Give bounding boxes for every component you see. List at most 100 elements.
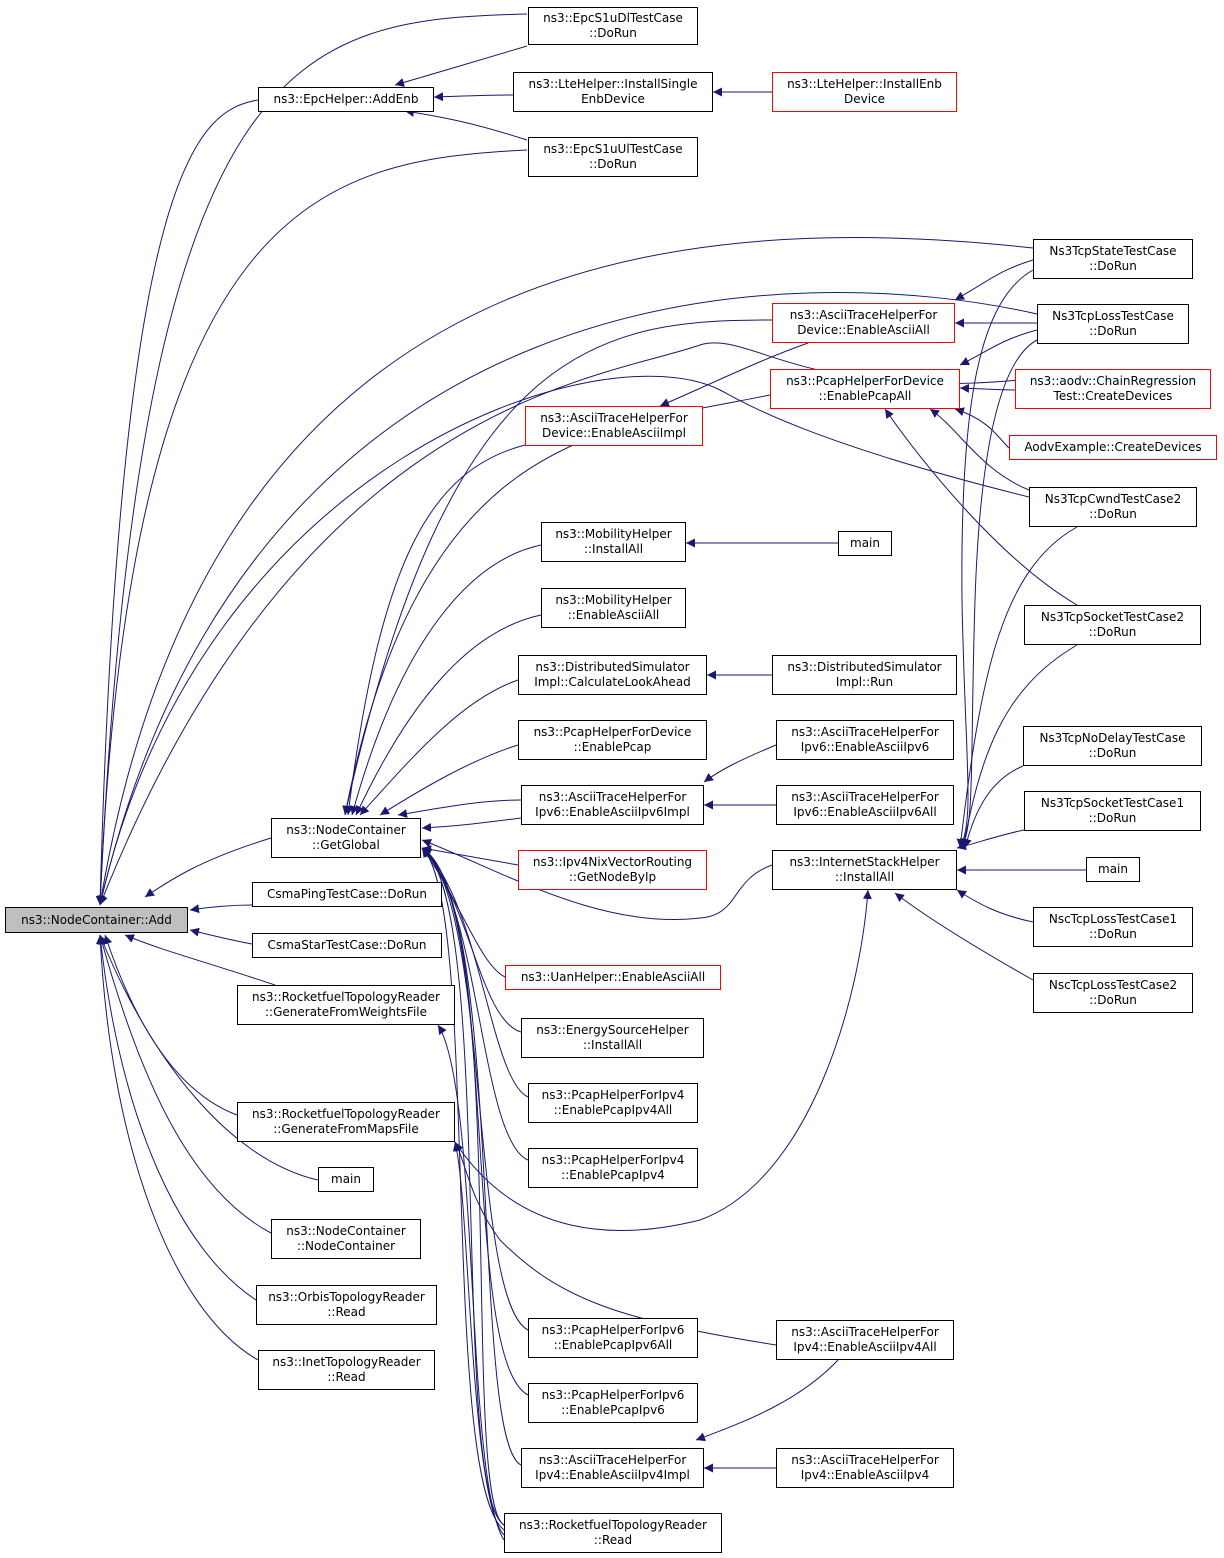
node-pcaphelperfordevice-enablepcapall[interactable]: ns3::PcapHelperForDevice::EnablePcapAll (770, 369, 960, 409)
node-main-mobility[interactable]: main (838, 531, 892, 556)
node-mobilityhelper-enableasciiall[interactable]: ns3::MobilityHelper::EnableAsciiAll (541, 588, 686, 628)
node-main-topology[interactable]: main (318, 1167, 374, 1192)
node-csmastartestcase-dorun[interactable]: CsmaStarTestCase::DoRun (252, 933, 442, 958)
node-label: Ipv6::EnableAsciiIpv6Impl (535, 805, 690, 819)
node-label: ns3::OrbisTopologyReader (268, 1290, 425, 1304)
call-edge (954, 407, 1010, 449)
node-ipv4nixvectorrouting-getnodebyip[interactable]: ns3::Ipv4NixVectorRouting::GetNodeByIp (518, 850, 707, 890)
node-label: ::InstallAll (583, 542, 644, 556)
node-main-internetstack[interactable]: main (1086, 857, 1140, 882)
node-pcaphelperforipv6-enablepcapipv6[interactable]: ns3::PcapHelperForIpv6::EnablePcapIpv6 (528, 1383, 698, 1423)
node-nsctcplosstestcase2-dorun[interactable]: NscTcpLossTestCase2::DoRun (1033, 973, 1193, 1013)
node-label: ::DoRun (1089, 993, 1137, 1007)
call-edge (454, 889, 872, 1231)
node-mobilityhelper-installall[interactable]: ns3::MobilityHelper::InstallAll (541, 522, 686, 562)
node-label: ns3::AsciiTraceHelperFor (791, 1325, 939, 1339)
node-label: CsmaPingTestCase::DoRun (267, 887, 427, 901)
call-edge (97, 237, 1034, 906)
node-ns3tcpnodelaytestcase-dorun[interactable]: Ns3TcpNoDelayTestCase::DoRun (1023, 726, 1202, 766)
node-ns3tcpsockettestcase2-dorun[interactable]: Ns3TcpSocketTestCase2::DoRun (1024, 605, 1201, 645)
node-aodvexample-createdevices[interactable]: AodvExample::CreateDevices (1009, 435, 1217, 460)
call-edge (189, 927, 253, 945)
node-label: Ipv6::EnableAsciiIpv6 (800, 740, 930, 754)
node-label: Ipv6::EnableAsciiIpv6All (793, 805, 937, 819)
node-label: ::GenerateFromWeightsFile (265, 1005, 427, 1019)
call-edge (397, 799, 522, 818)
node-nsctcplosstestcase1-dorun[interactable]: NscTcpLossTestCase1::DoRun (1033, 907, 1193, 947)
node-pcaphelperforipv4-enablepcapipv4[interactable]: ns3::PcapHelperForIpv4::EnablePcapIpv4 (528, 1148, 698, 1188)
node-rocketfueltopologyreader-generatefrommapsfile[interactable]: ns3::RocketfuelTopologyReader::GenerateF… (237, 1102, 455, 1142)
node-ns3tcpcwndtestcase2-dorun[interactable]: Ns3TcpCwndTestCase2::DoRun (1029, 487, 1197, 527)
node-pcaphelperfordevice-enablepcap[interactable]: ns3::PcapHelperForDevice::EnablePcap (518, 720, 707, 760)
node-uanhelper-enableasciiall[interactable]: ns3::UanHelper::EnableAsciiAll (505, 965, 721, 990)
node-label: ns3::AsciiTraceHelperFor (540, 411, 688, 425)
node-label: Impl::CalculateLookAhead (534, 675, 691, 689)
node-label: Device::EnableAsciiAll (797, 323, 930, 337)
node-label: Impl::Run (835, 675, 894, 689)
node-label: ns3::InetTopologyReader (272, 1355, 421, 1369)
node-label: ns3::EnergySourceHelper (536, 1023, 689, 1037)
call-edge (99, 934, 319, 1181)
node-ns3tcpstatetestcase-dorun[interactable]: Ns3TcpStateTestCase::DoRun (1033, 239, 1193, 279)
call-edge (437, 1024, 505, 1541)
node-label: ::DoRun (1089, 507, 1137, 521)
node-inettopologyreader-read[interactable]: ns3::InetTopologyReader::Read (258, 1350, 435, 1390)
call-edge (884, 408, 1078, 606)
node-label: Ns3TcpNoDelayTestCase (1039, 731, 1186, 745)
node-label: ::InstallAll (834, 870, 895, 884)
call-edge (695, 1359, 839, 1442)
node-label: ::GenerateFromMapsFile (273, 1122, 419, 1136)
node-label: ns3::Ipv4NixVectorRouting (532, 855, 693, 869)
node-pcaphelperforipv6-enablepcapipv6all[interactable]: ns3::PcapHelperForIpv6::EnablePcapIpv6Al… (528, 1318, 698, 1358)
call-edge (97, 375, 1030, 906)
node-ns3tcplosstestcase-dorun[interactable]: Ns3TcpLossTestCase::DoRun (1037, 304, 1189, 344)
node-label: ns3::EpcS1uUlTestCase (543, 142, 683, 156)
call-edge (659, 342, 809, 407)
node-label: ns3::AsciiTraceHelperFor (791, 1453, 939, 1467)
node-internetstackhelper-installall[interactable]: ns3::InternetStackHelper::InstallAll (772, 850, 957, 890)
node-csmapingtestcase-dorun[interactable]: CsmaPingTestCase::DoRun (252, 882, 442, 907)
node-epcs1udltestcase-dorun[interactable]: ns3::EpcS1uDlTestCase::DoRun (528, 7, 698, 45)
call-edge (342, 319, 773, 816)
node-label: ::EnablePcapAll (818, 389, 912, 403)
call-edge (355, 614, 542, 816)
node-nodecontainer-getglobal[interactable]: ns3::NodeContainer::GetGlobal (271, 818, 421, 858)
node-label: ns3::aodv::ChainRegression (1029, 374, 1197, 388)
node-nodecontainer-add[interactable]: ns3::NodeContainer::Add (5, 907, 188, 933)
node-pcaphelperforipv4-enablepcapipv4all[interactable]: ns3::PcapHelperForIpv4::EnablePcapIpv4Al… (528, 1083, 698, 1123)
call-edge (421, 845, 519, 866)
call-edge (703, 744, 777, 783)
call-edge (97, 292, 1038, 906)
call-edge (433, 92, 514, 102)
node-label: Ns3TcpLossTestCase (1052, 309, 1174, 323)
node-label: ::DoRun (1088, 746, 1137, 760)
node-epcs1uultestcase-dorun[interactable]: ns3::EpcS1uUlTestCase::DoRun (528, 137, 698, 177)
call-edge (95, 149, 528, 906)
node-label: ns3::DistributedSimulator (787, 660, 942, 674)
node-ns3tcpsockettestcase1-dorun[interactable]: Ns3TcpSocketTestCase1::DoRun (1024, 791, 1201, 831)
node-label: Ipv4::EnableAsciiIpv4Impl (535, 1468, 690, 1482)
node-label: ns3::DistributedSimulator (535, 660, 690, 674)
node-orbistopologyreader-read[interactable]: ns3::OrbisTopologyReader::Read (256, 1285, 437, 1325)
node-epchelper-addenb[interactable]: ns3::EpcHelper::AddEnb (258, 87, 434, 112)
call-edge (95, 13, 528, 906)
call-edge (359, 679, 519, 816)
node-rocketfueltopologyreader-generatefromweightsfile[interactable]: ns3::RocketfuelTopologyReader::GenerateF… (237, 985, 455, 1025)
node-energysourcehelper-installall[interactable]: ns3::EnergySourceHelper::InstallAll (521, 1018, 704, 1058)
call-edge (929, 408, 1030, 491)
node-nodecontainer-nodecontainer[interactable]: ns3::NodeContainer::NodeContainer (271, 1219, 421, 1259)
node-rocketfueltopologyreader-read[interactable]: ns3::RocketfuelTopologyReader::Read (504, 1513, 722, 1553)
